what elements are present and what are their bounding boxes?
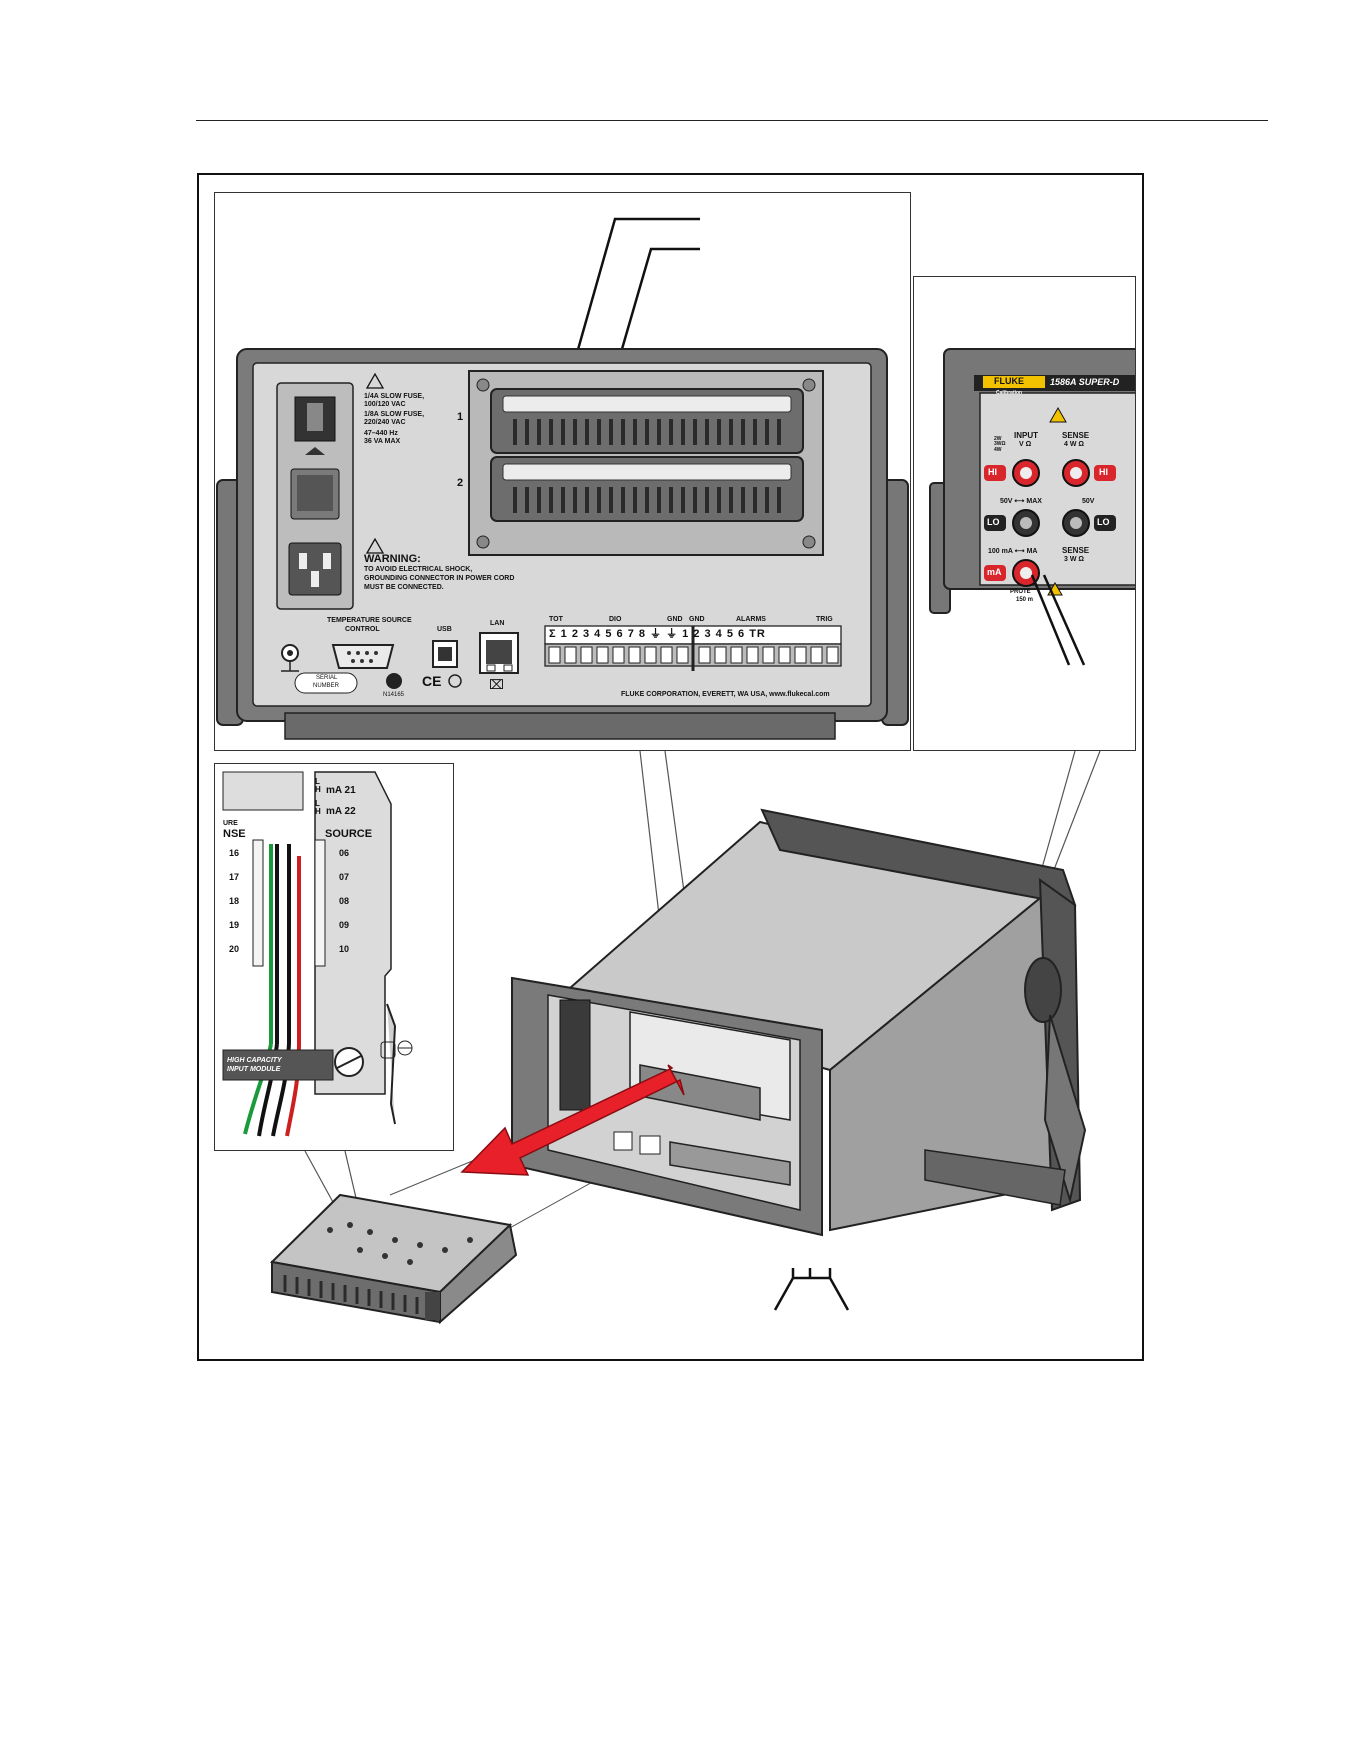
module-terminal-drawing: [222, 771, 413, 1137]
power-inlet-icon: [288, 542, 342, 596]
protect-sub-label: 150 m: [1016, 597, 1034, 603]
ma-badge: [984, 565, 1006, 581]
hi-right-badge: [1094, 465, 1116, 481]
fuse-rating-2b: 220/240 VAC: [364, 419, 406, 426]
warning-line-1: TO AVOID ELECTRICAL SHOCK,: [364, 566, 473, 573]
manufacturer-label: FLUKE CORPORATION, EVERETT, WA USA, www.…: [621, 691, 830, 698]
brand-sub-label: Calibration: [996, 390, 1023, 396]
nse-label: NSE: [223, 828, 246, 840]
frequency-rating: 47–440 Hz: [364, 430, 398, 437]
channel-left-19: 19: [229, 920, 240, 930]
max-50v-left-label: 50V ⟷ MAX: [1000, 498, 1042, 505]
brand-label: FLUKE: [994, 376, 1024, 386]
warning-line-2: GROUNDING CONNECTOR IN POWER CORD: [364, 575, 515, 582]
power-rating: 36 VA MAX: [364, 438, 401, 445]
serial-label: SERIAL: [316, 675, 338, 681]
ma-label: mA: [987, 567, 1002, 577]
temp-source-label: TEMPERATURE SOURCE: [327, 617, 412, 624]
slot-label-1: 1: [457, 411, 464, 423]
channel-right-09: 09: [339, 920, 350, 930]
hi-left-label: HI: [988, 467, 997, 477]
module-name-2: INPUT MODULE: [227, 1066, 281, 1073]
channel-right-10: 10: [339, 944, 350, 954]
fuse-rating-2: 1/8A SLOW FUSE,: [364, 411, 425, 418]
fluke-logo: [983, 376, 1045, 388]
module-name-1: HIGH CAPACITY: [227, 1057, 282, 1064]
figure-frame: [197, 173, 1144, 1361]
ma21-label: mA 21: [326, 785, 356, 796]
source-label: SOURCE: [325, 828, 373, 840]
lo-right-badge: [1094, 515, 1116, 531]
terminal-numbers: Σ 1 2 3 4 5 6 7 8 ⏚ ⏚ 1 2 3 4 5 6 TR: [549, 628, 766, 640]
warning-triangle-icon: [1049, 406, 1067, 423]
max-50v-right-label: 50V: [1082, 498, 1095, 505]
hi-right-label: HI: [1099, 467, 1108, 477]
sense-top-label: SENSE: [1062, 431, 1090, 440]
temp-control-label: CONTROL: [345, 626, 380, 633]
channel-left-20: 20: [229, 944, 240, 954]
modes-label: 2W 3WΩ 4W: [994, 436, 1006, 453]
input-label: INPUT: [1014, 431, 1038, 440]
lo-left-label: LO: [987, 517, 1000, 527]
tot-label: TOT: [549, 616, 563, 623]
ma22-label: mA 22: [326, 806, 356, 817]
channel-left-16: 16: [229, 848, 240, 858]
warning-line-3: MUST BE CONNECTED.: [364, 584, 444, 591]
ma-max-label: 100 mA ⟷ MA: [988, 548, 1038, 555]
alarms-label: ALARMS: [736, 616, 766, 623]
lock-icon: [380, 1041, 396, 1059]
warning-triangle-icon: [365, 372, 385, 389]
hi-left-badge: [984, 465, 1006, 481]
protect-label: PROTE: [1010, 589, 1031, 595]
weee-icon: ⌧: [489, 677, 504, 692]
gnd-label-2: GND: [689, 616, 705, 623]
front-panel-inset: HI HI LO LO mA FLUKE Calibration 1586A S…: [913, 276, 1136, 751]
callout-line-1: [560, 217, 700, 407]
lh-label-1: L H: [315, 777, 321, 795]
re-label: URE: [223, 820, 238, 827]
channel-left-18: 18: [229, 896, 240, 906]
input-sub-label: V Ω: [1019, 441, 1032, 448]
usb-label: USB: [437, 626, 452, 633]
channel-right-07: 07: [339, 872, 350, 882]
gnd-label-1: GND: [667, 616, 683, 623]
header-rule: [196, 120, 1268, 121]
dio-label: DIO: [609, 616, 622, 623]
sense-bottom-label: SENSE: [1062, 546, 1090, 555]
fuse-rating-1b: 100/120 VAC: [364, 401, 406, 408]
csa-mark-icon: [386, 673, 402, 689]
lh-label-2: L H: [315, 799, 321, 817]
warning-triangle-icon: [365, 537, 385, 554]
rear-panel-inset: CE ⌧ 1/4A SLOW FUSE, 100/120 VAC 1/8A SL…: [214, 192, 911, 751]
channel-left-17: 17: [229, 872, 240, 882]
lo-left-badge: [984, 515, 1006, 531]
warning-title: WARNING:: [364, 553, 421, 565]
slot-label-2: 2: [457, 477, 464, 489]
front-panel-drawing: [929, 348, 1135, 666]
trig-label: TRIG: [816, 616, 833, 623]
channel-right-08: 08: [339, 896, 350, 906]
sense-top-sub-label: 4 W Ω: [1064, 441, 1085, 448]
module-terminal-inset: mA 21 mA 22 L H L H URE NSE SOURCE 16 17…: [214, 763, 454, 1151]
cert-code: N14165: [383, 692, 405, 698]
lan-label: LAN: [490, 620, 505, 627]
rear-panel-drawing: CE ⌧: [216, 217, 909, 740]
fuse-rating-1: 1/4A SLOW FUSE,: [364, 393, 425, 400]
lo-right-label: LO: [1097, 517, 1110, 527]
channel-right-06: 06: [339, 848, 350, 858]
ce-mark-icon: CE: [422, 673, 441, 689]
sense-bottom-sub-label: 3 W Ω: [1064, 556, 1085, 563]
serial-number-label: NUMBER: [313, 683, 340, 689]
model-label: 1586A SUPER-D: [1050, 377, 1120, 387]
